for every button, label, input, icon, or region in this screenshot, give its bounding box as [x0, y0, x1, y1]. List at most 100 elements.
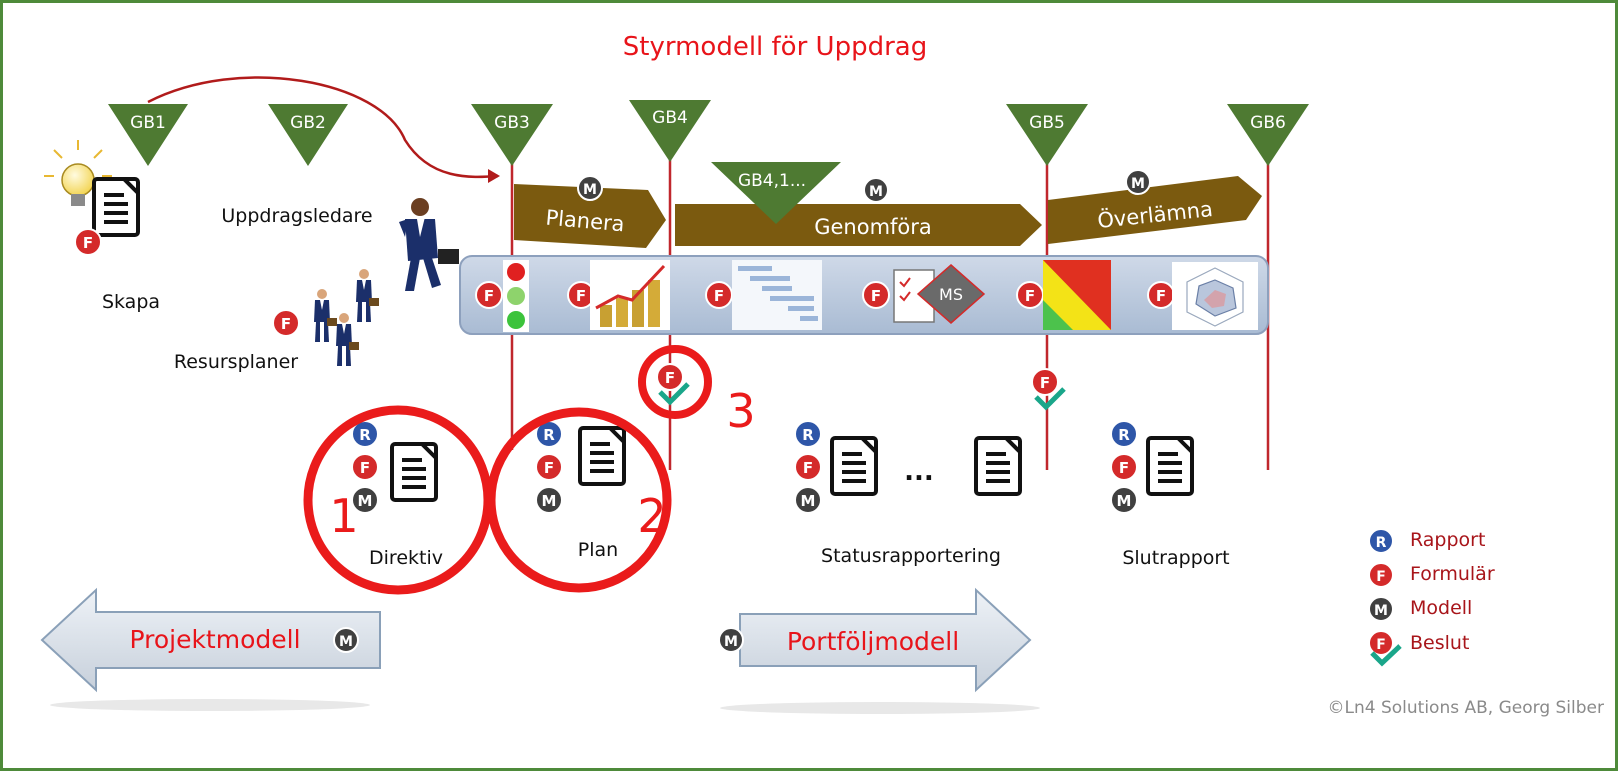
svg-text:R: R [543, 426, 555, 444]
gate-triangle [268, 104, 348, 166]
uppdragsledare-label: Uppdragsledare [221, 205, 372, 227]
phase-planera: Planera [514, 184, 666, 248]
risk-matrix-icon [1043, 260, 1111, 330]
form-badge [351, 453, 379, 481]
phase-label: Genomföra [814, 215, 932, 239]
svg-text:F: F [714, 287, 724, 305]
gate-label: GB4,1... [738, 171, 806, 191]
gate-gb4: GB4 [629, 100, 711, 162]
legend-item-modell: M Modell [1368, 596, 1472, 622]
legend: R Rapport F Formulär M Modell F Beslut [1368, 528, 1495, 667]
model-badge: M [577, 175, 603, 201]
form-badge [794, 453, 822, 481]
form-badge [1110, 453, 1138, 481]
svg-text:R: R [1118, 426, 1130, 444]
svg-text:R: R [359, 426, 371, 444]
tool-gantt: F [705, 260, 822, 330]
checkmark-icon [1034, 387, 1066, 411]
svg-text:F: F [281, 315, 291, 333]
skapa-label: Skapa [102, 291, 160, 313]
gate-label: GB4 [652, 108, 688, 128]
model-badge [794, 486, 822, 514]
model-badge [333, 627, 359, 653]
right-arrow-shape [739, 587, 1032, 693]
callout-1: 1 [303, 405, 493, 595]
projektmodell-label: Projektmodell [129, 625, 300, 654]
svg-text:M: M [724, 634, 738, 650]
gate-triangle [471, 104, 553, 166]
form-badge [1031, 368, 1059, 396]
checkmark-icon [1370, 644, 1402, 667]
ms-diamond-icon [916, 264, 986, 324]
doc-label: Slutrapport [1122, 547, 1229, 569]
svg-text:M: M [801, 492, 816, 510]
legend-item-rapport: R Rapport [1368, 528, 1485, 554]
svg-text:F: F [871, 287, 881, 305]
businessman-icon [399, 198, 459, 291]
checkmark-icon [658, 382, 690, 406]
svg-text:R: R [802, 426, 814, 444]
form-badge [475, 281, 503, 309]
tool-traffic-light: F [475, 260, 529, 332]
svg-text:M: M [583, 182, 597, 198]
svg-text:F: F [83, 234, 93, 252]
model-badge [1368, 596, 1394, 622]
gate-label: GB3 [494, 113, 530, 133]
callout-number: 3 [726, 384, 755, 438]
gate-gb6: GB6 [1227, 104, 1309, 166]
svg-text:M: M [339, 634, 353, 650]
svg-text:R: R [1376, 535, 1387, 551]
gate-gb1: GB1 [108, 104, 188, 166]
svg-text:F: F [484, 287, 494, 305]
form-badge: F [272, 309, 300, 337]
tool-ms-project: F MS [862, 264, 986, 324]
gate-gb4-1: GB4,1... [711, 162, 841, 224]
model-badge: M [863, 177, 889, 203]
diagram-title: Styrmodell för Uppdrag [623, 32, 927, 62]
form-badge [1368, 630, 1394, 656]
doc-plan: R F M Plan [535, 420, 626, 561]
lightbulb-icon [44, 140, 112, 206]
svg-text:M: M [1374, 603, 1388, 619]
legend-label: Beslut [1410, 632, 1469, 654]
form-badge [656, 363, 684, 391]
form-badge: F [74, 228, 102, 256]
phase-arrow [1048, 176, 1262, 244]
ms-label: MS [939, 285, 963, 304]
document-icon [92, 177, 140, 237]
legend-label: Formulär [1410, 563, 1495, 585]
gate-triangle [1006, 104, 1088, 166]
svg-text:F: F [1376, 569, 1386, 585]
svg-text:F: F [1156, 287, 1166, 305]
model-badge [1110, 486, 1138, 514]
form-badge [535, 453, 563, 481]
form-badge [1368, 562, 1394, 588]
resursplaner-label: Resursplaner [174, 351, 298, 373]
copyright-text: ©Ln4 Solutions AB, Georg Silber [1328, 698, 1604, 718]
gate-triangle [1227, 104, 1309, 166]
report-badge [794, 420, 822, 448]
doc-direktiv: R F M Direktiv [351, 420, 443, 569]
doc-slutrapport: R F M Slutrapport [1110, 420, 1230, 569]
callout-3: 3 [638, 345, 756, 438]
svg-text:F: F [1119, 459, 1129, 477]
form-badge [862, 281, 890, 309]
svg-text:M: M [1117, 492, 1132, 510]
gate-label: GB5 [1029, 113, 1065, 133]
svg-text:F: F [360, 459, 370, 477]
model-badge [351, 486, 379, 514]
callout-2: 2 [486, 407, 672, 593]
svg-text:F: F [1376, 637, 1386, 653]
portfoljmodell-arrow: M Portföljmodell [718, 587, 1040, 714]
svg-text:F: F [1025, 287, 1035, 305]
tool-radar: F [1147, 262, 1258, 330]
portfoljmodell-label: Portföljmodell [787, 627, 959, 656]
svg-text:F: F [576, 287, 586, 305]
gate-gb5: GB5 [1006, 104, 1088, 166]
tool-risk-matrix: F [1016, 260, 1111, 330]
gate-label: GB1 [130, 113, 166, 133]
tool-coins-chart: F [567, 260, 670, 330]
doc-statusrapportering: ... R F M Statusrapportering [794, 420, 1022, 567]
svg-text:M: M [542, 492, 557, 510]
